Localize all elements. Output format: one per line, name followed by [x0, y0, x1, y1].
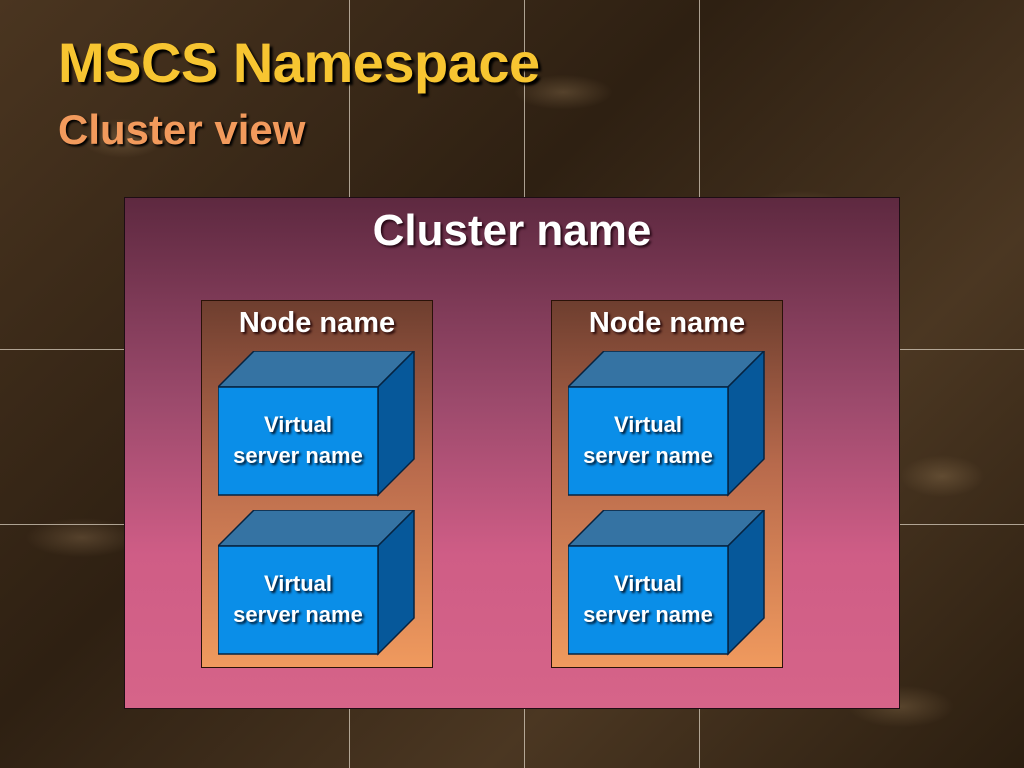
node-box: Node name Virtual server name Virtual se…: [201, 300, 433, 668]
node-name-label: Node name: [588, 307, 746, 339]
virtual-server-label-line1: Virtual: [613, 571, 683, 596]
cube-shape: [218, 351, 416, 497]
virtual-server-box: Virtual server name: [568, 510, 768, 658]
virtual-server-label-line2: server name: [233, 602, 363, 627]
virtual-server-label: Virtual server name: [220, 409, 376, 471]
slide-subtitle: Cluster view: [58, 106, 306, 153]
virtual-server-box: Virtual server name: [218, 351, 418, 499]
virtual-server-label: Virtual server name: [570, 409, 726, 471]
cube-shape: [218, 510, 416, 656]
virtual-server-label: Virtual server name: [220, 568, 376, 630]
virtual-server-label-line2: server name: [583, 443, 713, 468]
node-name-label: Node name: [238, 307, 396, 339]
cube-shape: [568, 351, 766, 497]
virtual-server-box: Virtual server name: [568, 351, 768, 499]
cluster-box: Cluster name Node name Virtual server na…: [124, 197, 900, 709]
node-box: Node name Virtual server name Virtual se…: [551, 300, 783, 668]
virtual-server-label: Virtual server name: [570, 568, 726, 630]
virtual-server-label-line1: Virtual: [613, 412, 683, 437]
cube-shape: [568, 510, 766, 656]
virtual-server-label-line2: server name: [583, 602, 713, 627]
virtual-server-label-line2: server name: [233, 443, 363, 468]
virtual-server-label-line1: Virtual: [263, 571, 333, 596]
virtual-server-box: Virtual server name: [218, 510, 418, 658]
virtual-server-label-line1: Virtual: [263, 412, 333, 437]
cluster-name-label: Cluster name: [372, 206, 652, 255]
slide-title: MSCS Namespace: [58, 31, 540, 94]
